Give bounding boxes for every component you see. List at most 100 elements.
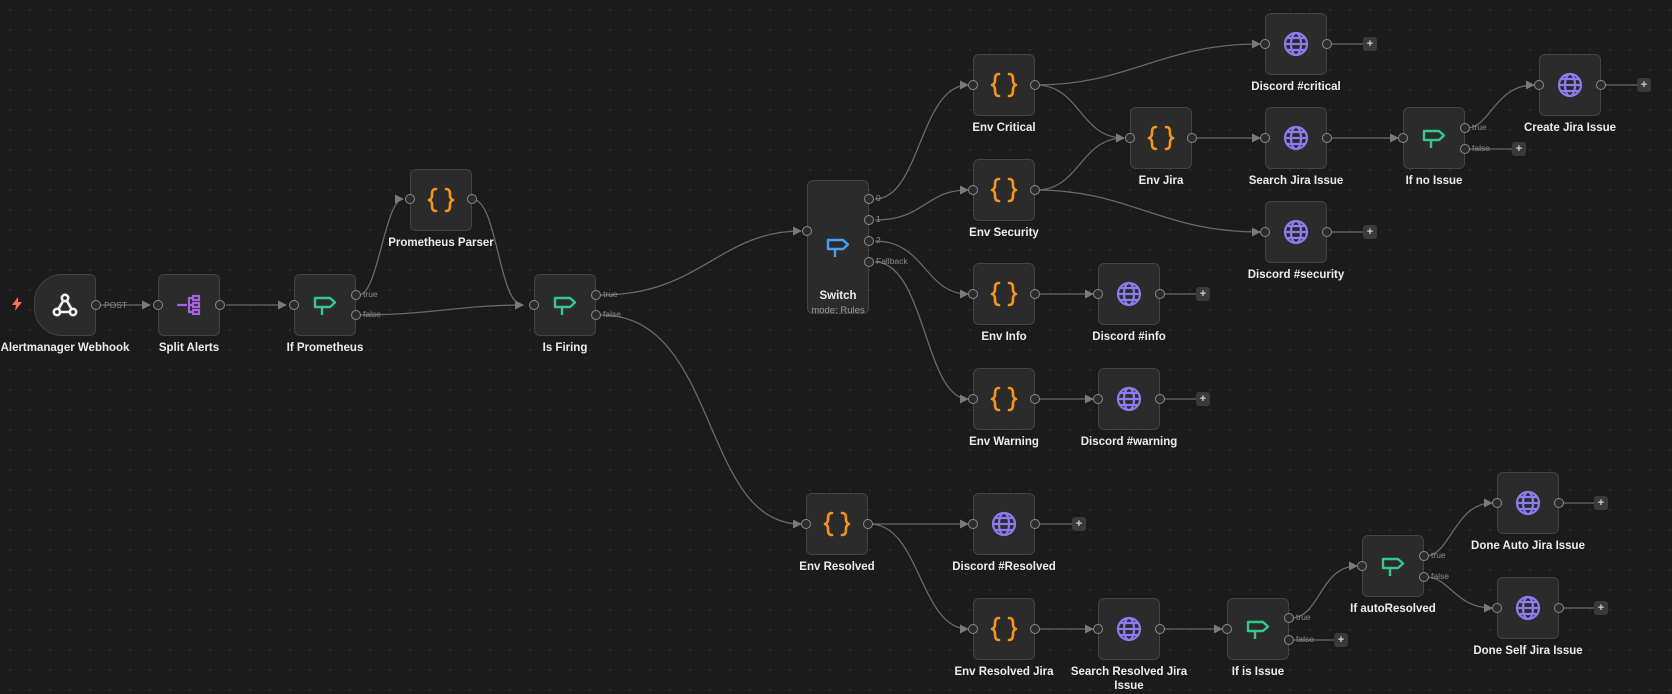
- input-port[interactable]: [968, 80, 978, 90]
- input-port[interactable]: [802, 226, 812, 236]
- if-signpost-icon: [551, 291, 579, 319]
- output-port[interactable]: [1030, 519, 1040, 529]
- output-port-false[interactable]: [1284, 635, 1294, 645]
- output-port-true[interactable]: [1460, 123, 1470, 133]
- input-port[interactable]: [1260, 227, 1270, 237]
- output-port-2[interactable]: [864, 236, 874, 246]
- output-port-true[interactable]: [1284, 613, 1294, 623]
- node-alertmanager-webhook[interactable]: [34, 274, 96, 336]
- output-port[interactable]: [91, 300, 101, 310]
- input-port[interactable]: [1125, 133, 1135, 143]
- input-port[interactable]: [1398, 133, 1408, 143]
- output-port[interactable]: [1030, 289, 1040, 299]
- port-label-0: 0: [876, 193, 881, 203]
- output-port[interactable]: [1030, 624, 1040, 634]
- node-if-is-issue[interactable]: [1227, 598, 1289, 660]
- output-port[interactable]: [1554, 603, 1564, 613]
- input-port[interactable]: [405, 194, 415, 204]
- input-port[interactable]: [968, 519, 978, 529]
- output-port[interactable]: [1554, 498, 1564, 508]
- add-node-button[interactable]: +: [1512, 142, 1526, 156]
- output-port-false[interactable]: [591, 310, 601, 320]
- add-node-button[interactable]: +: [1334, 633, 1348, 647]
- node-if-no-issue[interactable]: [1403, 107, 1465, 169]
- node-done-auto-jira-issue[interactable]: [1497, 472, 1559, 534]
- output-port-true[interactable]: [351, 290, 361, 300]
- output-port-false[interactable]: [1419, 572, 1429, 582]
- node-env-security[interactable]: [973, 159, 1035, 221]
- input-port[interactable]: [1093, 394, 1103, 404]
- input-port[interactable]: [1492, 498, 1502, 508]
- node-if-autoresolved[interactable]: [1362, 535, 1424, 597]
- output-port[interactable]: [467, 194, 477, 204]
- input-port[interactable]: [1534, 80, 1544, 90]
- node-search-resolved-jira-issue[interactable]: [1098, 598, 1160, 660]
- node-label: If no Issue: [1405, 175, 1463, 187]
- globe-icon: [1115, 385, 1143, 413]
- input-port[interactable]: [1492, 603, 1502, 613]
- node-prometheus-parser[interactable]: [410, 169, 472, 231]
- add-node-button[interactable]: +: [1196, 392, 1210, 406]
- add-node-button[interactable]: +: [1594, 601, 1608, 615]
- output-port-true[interactable]: [591, 290, 601, 300]
- add-node-button[interactable]: +: [1637, 78, 1651, 92]
- node-discord-security[interactable]: [1265, 201, 1327, 263]
- output-port[interactable]: [1030, 80, 1040, 90]
- input-port[interactable]: [1260, 133, 1270, 143]
- input-port[interactable]: [968, 394, 978, 404]
- output-port-0[interactable]: [864, 194, 874, 204]
- node-discord-warning[interactable]: [1098, 368, 1160, 430]
- node-env-resolved[interactable]: [806, 493, 868, 555]
- add-node-button[interactable]: +: [1363, 225, 1377, 239]
- input-port[interactable]: [1093, 289, 1103, 299]
- input-port[interactable]: [529, 300, 539, 310]
- node-split-alerts[interactable]: [158, 274, 220, 336]
- add-node-button[interactable]: +: [1196, 287, 1210, 301]
- output-port-1[interactable]: [864, 215, 874, 225]
- output-port-false[interactable]: [351, 310, 361, 320]
- input-port[interactable]: [1093, 624, 1103, 634]
- output-port-fallback[interactable]: [864, 257, 874, 267]
- node-if-prometheus[interactable]: [294, 274, 356, 336]
- node-is-firing[interactable]: [534, 274, 596, 336]
- add-node-button[interactable]: +: [1594, 496, 1608, 510]
- input-port[interactable]: [968, 624, 978, 634]
- node-discord-info[interactable]: [1098, 263, 1160, 325]
- output-port[interactable]: [215, 300, 225, 310]
- output-port[interactable]: [1322, 39, 1332, 49]
- output-port[interactable]: [1322, 133, 1332, 143]
- code-braces-icon: [426, 185, 456, 215]
- input-port[interactable]: [153, 300, 163, 310]
- input-port[interactable]: [968, 289, 978, 299]
- output-port[interactable]: [1596, 80, 1606, 90]
- output-port[interactable]: [863, 519, 873, 529]
- input-port[interactable]: [1357, 561, 1367, 571]
- output-port[interactable]: [1030, 394, 1040, 404]
- node-search-jira-issue[interactable]: [1265, 107, 1327, 169]
- input-port[interactable]: [1260, 39, 1270, 49]
- node-env-warning[interactable]: [973, 368, 1035, 430]
- output-port[interactable]: [1155, 289, 1165, 299]
- add-node-button[interactable]: +: [1072, 517, 1086, 531]
- node-switch[interactable]: [807, 180, 869, 314]
- node-env-info[interactable]: [973, 263, 1035, 325]
- node-discord-resolved[interactable]: [973, 493, 1035, 555]
- output-port[interactable]: [1155, 394, 1165, 404]
- input-port[interactable]: [801, 519, 811, 529]
- output-port-false[interactable]: [1460, 144, 1470, 154]
- node-env-resolved-jira[interactable]: [973, 598, 1035, 660]
- input-port[interactable]: [968, 185, 978, 195]
- add-node-button[interactable]: +: [1363, 37, 1377, 51]
- node-done-self-jira-issue[interactable]: [1497, 577, 1559, 639]
- node-create-jira-issue[interactable]: [1539, 54, 1601, 116]
- input-port[interactable]: [289, 300, 299, 310]
- output-port[interactable]: [1187, 133, 1197, 143]
- node-env-jira[interactable]: [1130, 107, 1192, 169]
- input-port[interactable]: [1222, 624, 1232, 634]
- output-port[interactable]: [1322, 227, 1332, 237]
- output-port[interactable]: [1155, 624, 1165, 634]
- output-port[interactable]: [1030, 185, 1040, 195]
- node-discord-critical[interactable]: [1265, 13, 1327, 75]
- node-env-critical[interactable]: [973, 54, 1035, 116]
- output-port-true[interactable]: [1419, 551, 1429, 561]
